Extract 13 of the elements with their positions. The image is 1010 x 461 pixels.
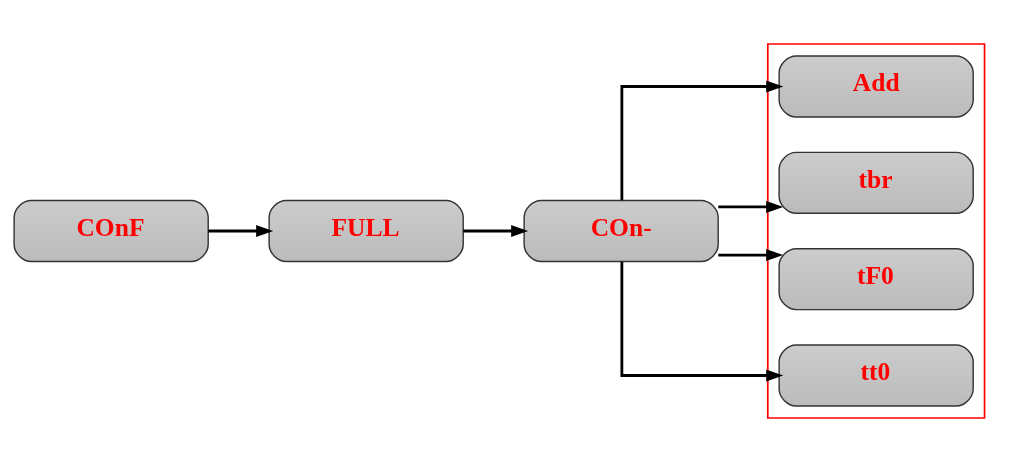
arrow — [620, 80, 784, 200]
node-box: tt0 — [778, 343, 974, 407]
node-box: COn- — [523, 199, 719, 262]
arrow — [208, 224, 274, 237]
arrow — [718, 248, 784, 261]
node-box: tbr — [778, 151, 974, 214]
node-box: FULL — [268, 199, 464, 262]
arrow — [718, 200, 784, 213]
arrow — [463, 224, 529, 237]
node-box: COnF — [13, 199, 209, 262]
node-box: Add — [778, 54, 974, 118]
node-box: tF0 — [778, 247, 974, 310]
arrow — [620, 261, 784, 381]
